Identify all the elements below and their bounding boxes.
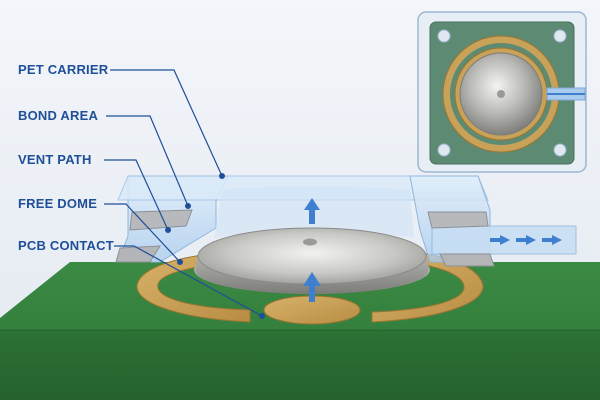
top-view-inset — [417, 11, 587, 173]
right-arrow-icon — [516, 235, 536, 245]
leader-pet-carrier — [110, 69, 223, 177]
callout-leaders — [104, 69, 266, 320]
leader-dot — [165, 227, 172, 234]
leader-free-dome — [104, 203, 181, 263]
label-pcb-contact: PCB CONTACT — [18, 238, 114, 253]
leader-vent-path — [104, 159, 169, 231]
leader-dot — [219, 173, 226, 180]
label-pet-carrier: PET CARRIER — [18, 62, 109, 77]
up-arrow-icon — [304, 198, 320, 224]
right-arrow-icon — [490, 235, 510, 245]
up-arrow-icon — [303, 272, 321, 302]
label-free-dome: FREE DOME — [18, 196, 98, 211]
leader-bond-area — [106, 115, 189, 207]
label-vent-path: VENT PATH — [18, 152, 92, 167]
vent-arrows — [303, 198, 562, 302]
leader-pcb-contact — [114, 245, 263, 317]
right-arrow-icon — [542, 235, 562, 245]
leader-dot — [259, 313, 266, 320]
metal-dome — [194, 227, 430, 294]
leader-dot — [185, 203, 192, 210]
label-bond-area: BOND AREA — [18, 108, 99, 123]
leader-dot — [177, 259, 184, 266]
